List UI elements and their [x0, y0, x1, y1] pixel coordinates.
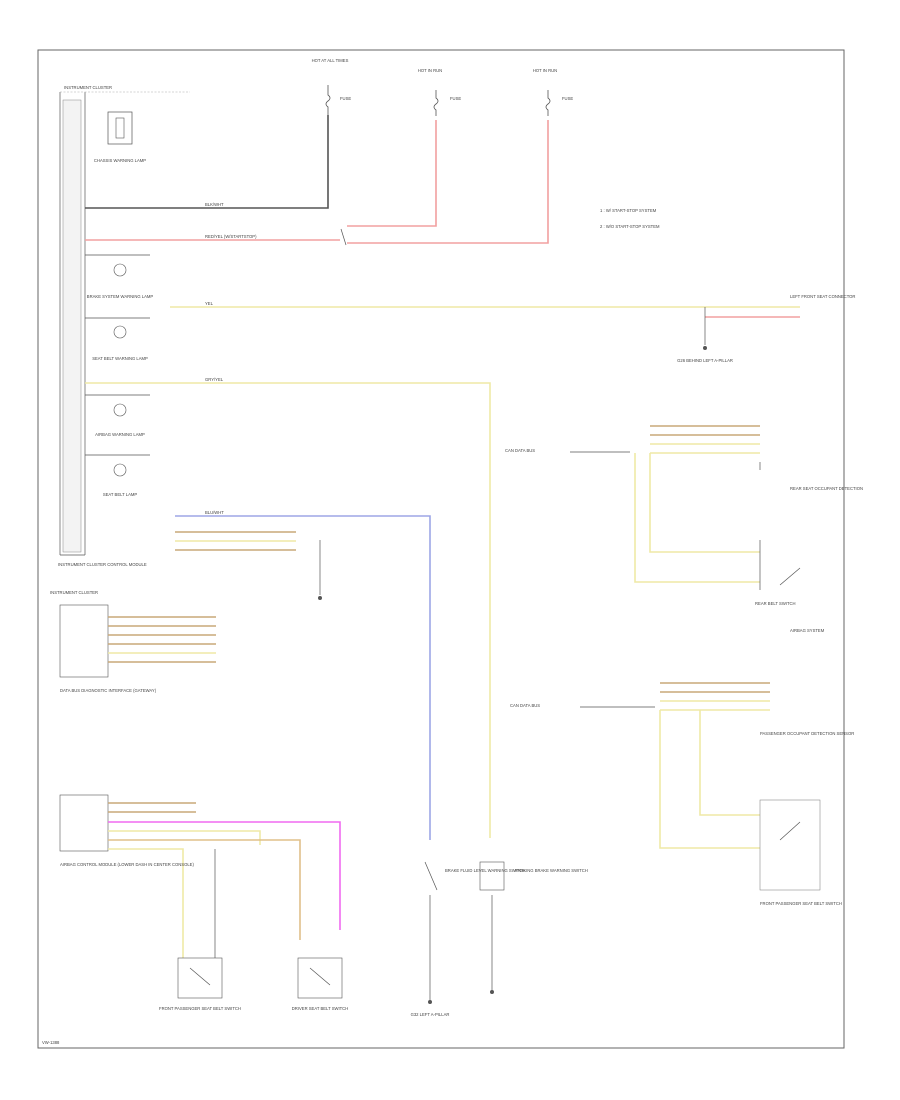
note-1: 1 : W/ START-STOP SYSTEM: [600, 208, 657, 213]
fuse-a-label: FUSE: [340, 96, 351, 101]
wire-label-gry: GRY/YEL: [205, 377, 224, 382]
fuse-box-3-label: HOT IN RUN: [533, 68, 557, 73]
wire-label-blu: BLU/WHT: [205, 510, 224, 515]
ground-g2: G26 BEHIND LEFT A-PILLAR: [677, 358, 733, 363]
lamp-label-4: SEAT BELT LAMP: [103, 492, 138, 497]
wire-red: RED/YEL (W/STARTSTOP): [85, 120, 549, 246]
wire-yellow-main: YEL: [170, 301, 800, 345]
cluster-label: INSTRUMENT CLUSTER CONTROL MODULE: [58, 562, 147, 567]
cluster-title-2: INSTRUMENT CLUSTER: [50, 590, 98, 595]
wire-blue: BLU/WHT: [175, 510, 431, 840]
belt-switches: FRONT PASSENGER SEAT BELT SWITCH DRIVER …: [159, 957, 348, 1011]
passenger-occupant-group: CAN DATA BUS PASSENGER OCCUPANT DETECTIO…: [510, 682, 854, 906]
right-conn-label: LEFT FRONT SEAT CONNECTOR: [790, 294, 855, 299]
lamp-label-1: BRAKE SYSTEM WARNING LAMP: [87, 294, 154, 299]
data-bus-module: DATA BUS DIAGNOSTIC INTERFACE (GATEWAY): [59, 604, 216, 693]
wire-label-yel: YEL: [205, 301, 214, 306]
ground-g1: G32 LEFT A-PILLAR: [411, 1012, 450, 1017]
airbag-cm-label: AIRBAG CONTROL MODULE (LOWER DASH IN CEN…: [60, 862, 194, 867]
lamp-label-2: SEAT BELT WARNING LAMP: [92, 356, 148, 361]
footer-code: VW-1388: [42, 1040, 60, 1045]
wire-label-red: RED/YEL (W/STARTSTOP): [205, 234, 257, 239]
brake-switches: G32 LEFT A-PILLAR BRAKE FLUID LEVEL WARN…: [411, 861, 588, 1017]
pass-occupant-label: PASSENGER OCCUPANT DETECTION SENSOR: [760, 731, 854, 736]
wire-label-blk: BLK/WHT: [205, 202, 224, 207]
can-1-label: CAN DATA BUS: [505, 448, 535, 453]
ground-top: G26 BEHIND LEFT A-PILLAR LEFT FRONT SEAT…: [677, 294, 855, 363]
fuse-c-label: FUSE: [562, 96, 573, 101]
fuse-group: HOT AT ALL TIMES HOT IN RUN HOT IN RUN F…: [312, 58, 573, 116]
pass-belt-switch-label: FRONT PASSENGER SEAT BELT SWITCH: [760, 901, 842, 906]
lamp-label-0: CHASSIS WARNING LAMP: [94, 158, 146, 163]
cluster-title: INSTRUMENT CLUSTER: [64, 85, 112, 90]
data-bus-label: DATA BUS DIAGNOSTIC INTERFACE (GATEWAY): [60, 688, 157, 693]
front-pass-belt-label: FRONT PASSENGER SEAT BELT SWITCH: [159, 1006, 241, 1011]
note-2: 2 : W/O START-STOP SYSTEM: [600, 224, 660, 229]
fuse-b-label: FUSE: [450, 96, 461, 101]
parking-brake-label: PARKING BRAKE WARNING SWITCH: [515, 868, 588, 873]
brake-fluid-label: BRAKE FLUID LEVEL WARNING SWITCH: [445, 868, 525, 873]
rear-seat-label: REAR SEAT OCCUPANT DETECTION: [790, 486, 863, 491]
fuse-box-2-label: HOT IN RUN: [418, 68, 442, 73]
wire-gray-main: GRY/YEL: [85, 377, 491, 838]
fuse-box-1-label: HOT AT ALL TIMES: [312, 58, 349, 63]
rear-seat-group: CAN DATA BUS REAR SEAT OCCUPANT DETECTIO…: [505, 425, 863, 633]
lamp-label-3: AIRBAG WARNING LAMP: [95, 432, 145, 437]
wire-bundle-cluster: [175, 531, 322, 600]
airbag-module: AIRBAG CONTROL MODULE (LOWER DASH IN CEN…: [59, 794, 341, 958]
lamp-icon: [113, 263, 127, 477]
diagram-border: [37, 49, 845, 1049]
driver-belt-label: DRIVER SEAT BELT SWITCH: [292, 1006, 348, 1011]
sys-1-label: AIRBAG SYSTEM: [790, 628, 825, 633]
instrument-cluster: INSTRUMENT CLUSTER INSTRUMENT CLUSTER CO…: [50, 85, 190, 595]
wire-black-top: BLK/WHT: [85, 115, 329, 209]
can-2-label: CAN DATA BUS: [510, 703, 540, 708]
rear-belt-switch-label: REAR BELT SWITCH: [755, 601, 796, 606]
